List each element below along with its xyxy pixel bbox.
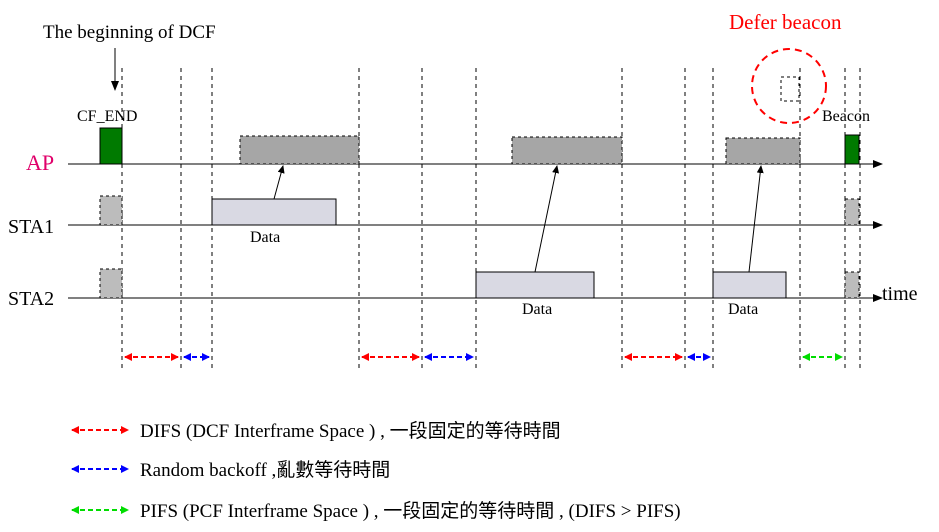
defer-beacon-label: Defer beacon xyxy=(729,10,842,34)
sta2-data-label: Data xyxy=(522,301,552,318)
legend-difs-text: DIFS (DCF Interframe Space ) , 一段固定的等待時間 xyxy=(140,420,561,442)
cf-end-label: CF_END xyxy=(77,108,137,125)
deferred-beacon-frame xyxy=(780,76,800,102)
cf-end-frame xyxy=(99,127,123,165)
sta1-data-label: Data xyxy=(250,229,280,246)
legend: DIFS (DCF Interframe Space ) , 一段固定的等待時間… xyxy=(71,420,681,522)
sta2-data-label: Data xyxy=(728,301,758,318)
sta2-cf-end-shadow xyxy=(99,268,123,299)
time-label: time xyxy=(882,283,918,305)
ack-arrow xyxy=(534,165,560,273)
sta1-cf-end-shadow xyxy=(99,195,123,226)
ack-arrow xyxy=(273,165,285,200)
beginning-label: The beginning of DCF xyxy=(43,22,216,43)
ap-ack-frame xyxy=(725,137,801,165)
time-markers xyxy=(121,68,861,372)
sta2-label: STA2 xyxy=(8,288,54,310)
sta1-beacon-shadow xyxy=(844,198,860,226)
ack-arrow xyxy=(748,165,764,273)
legend-backoff-text: Random backoff ,亂數等待時間 xyxy=(140,459,390,481)
ap-label: AP xyxy=(26,150,54,175)
sta2-beacon-shadow xyxy=(844,271,860,299)
beacon-label: Beacon xyxy=(822,108,870,125)
ap-ack-frame xyxy=(239,135,360,165)
defer-beacon-circle xyxy=(751,48,827,124)
sta2-data-frame xyxy=(712,271,787,299)
sta2-data-frame xyxy=(475,271,595,299)
sta1-data-frame xyxy=(211,198,337,226)
beacon-frame xyxy=(844,134,860,165)
legend-pifs-text: PIFS (PCF Interframe Space ) , 一段固定的等待時間… xyxy=(140,500,681,522)
sta1-label: STA1 xyxy=(8,216,54,238)
ap-ack-frame xyxy=(511,136,623,165)
